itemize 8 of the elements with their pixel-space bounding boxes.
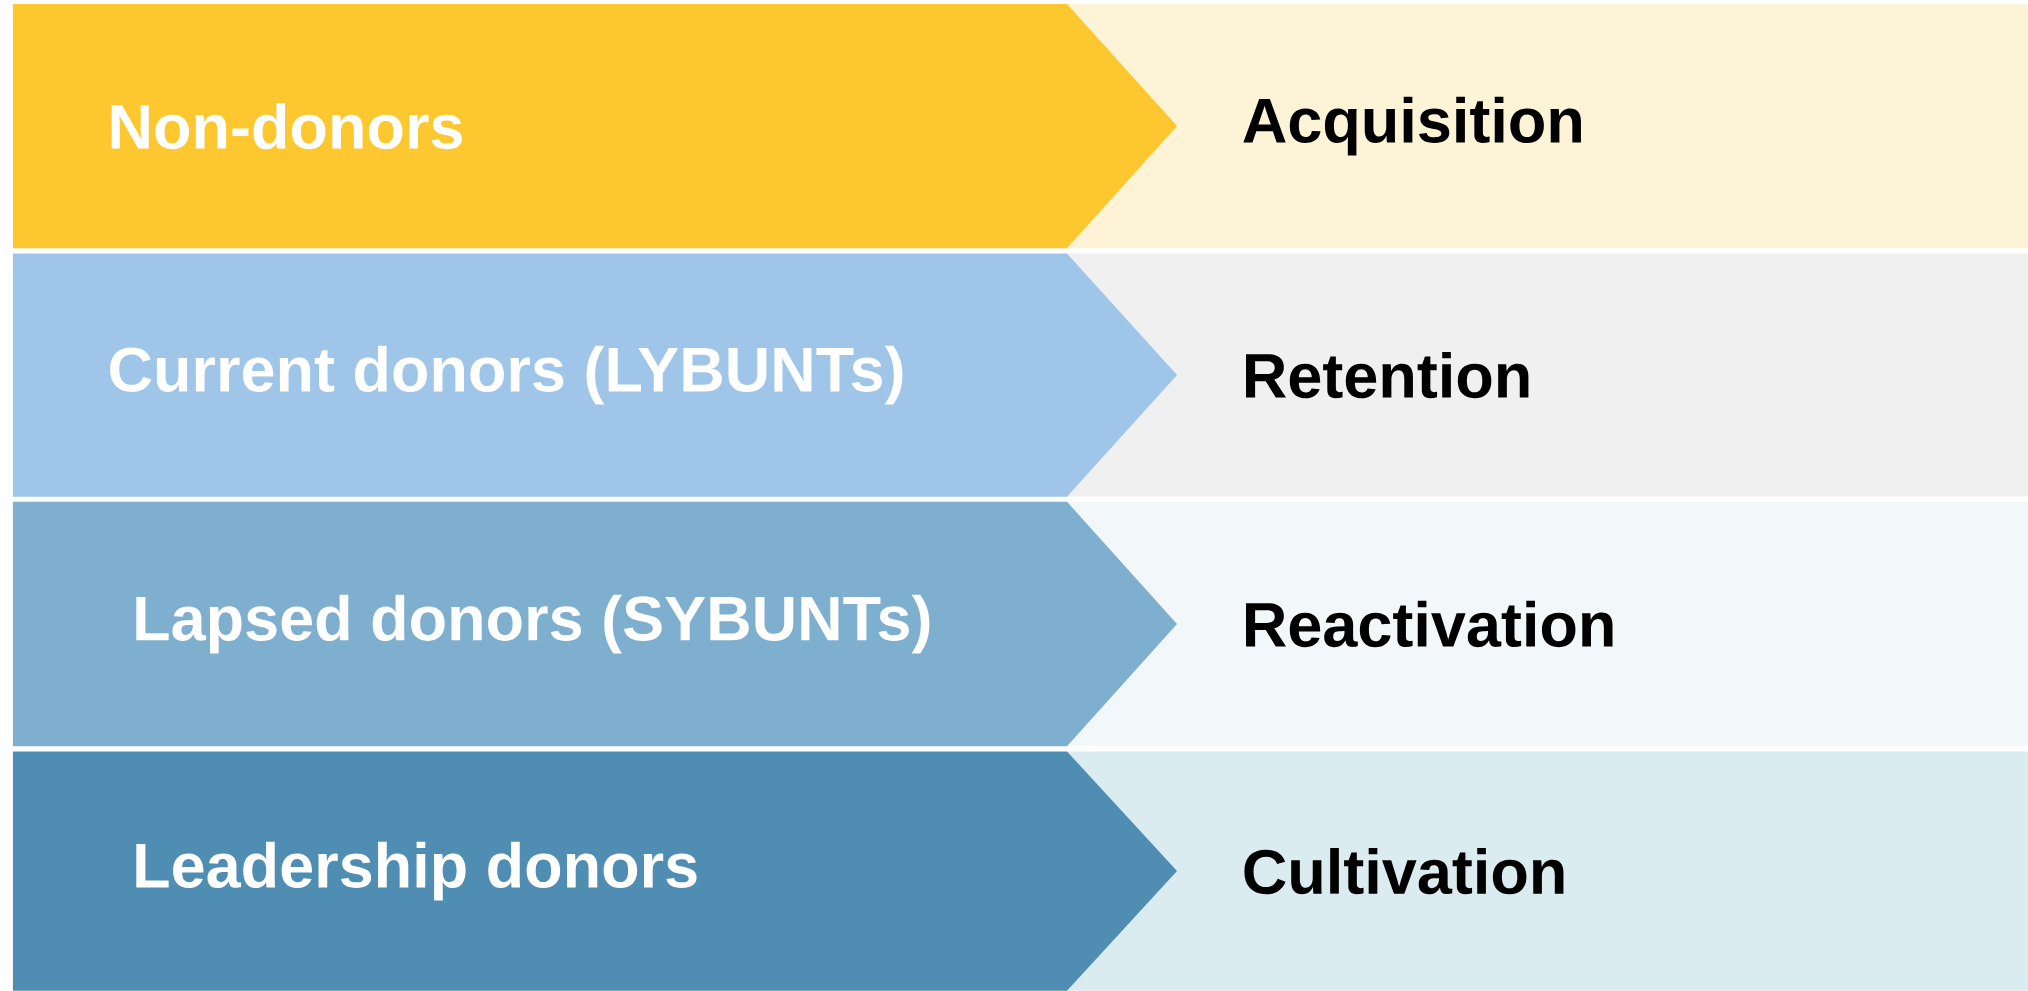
stage-band: Acquisition (1067, 3, 2028, 249)
chevron-band: Non-donors (12, 3, 1177, 249)
chevron-band: Leadership donors (12, 751, 1177, 991)
stage-band: Cultivation (1067, 751, 2028, 991)
stage-band: Retention (1067, 253, 2028, 497)
stage-band: Reactivation (1067, 501, 2028, 747)
chevron-band: Lapsed donors (SYBUNTs) (12, 501, 1177, 747)
chevron-band: Current donors (LYBUNTs) (12, 253, 1177, 497)
